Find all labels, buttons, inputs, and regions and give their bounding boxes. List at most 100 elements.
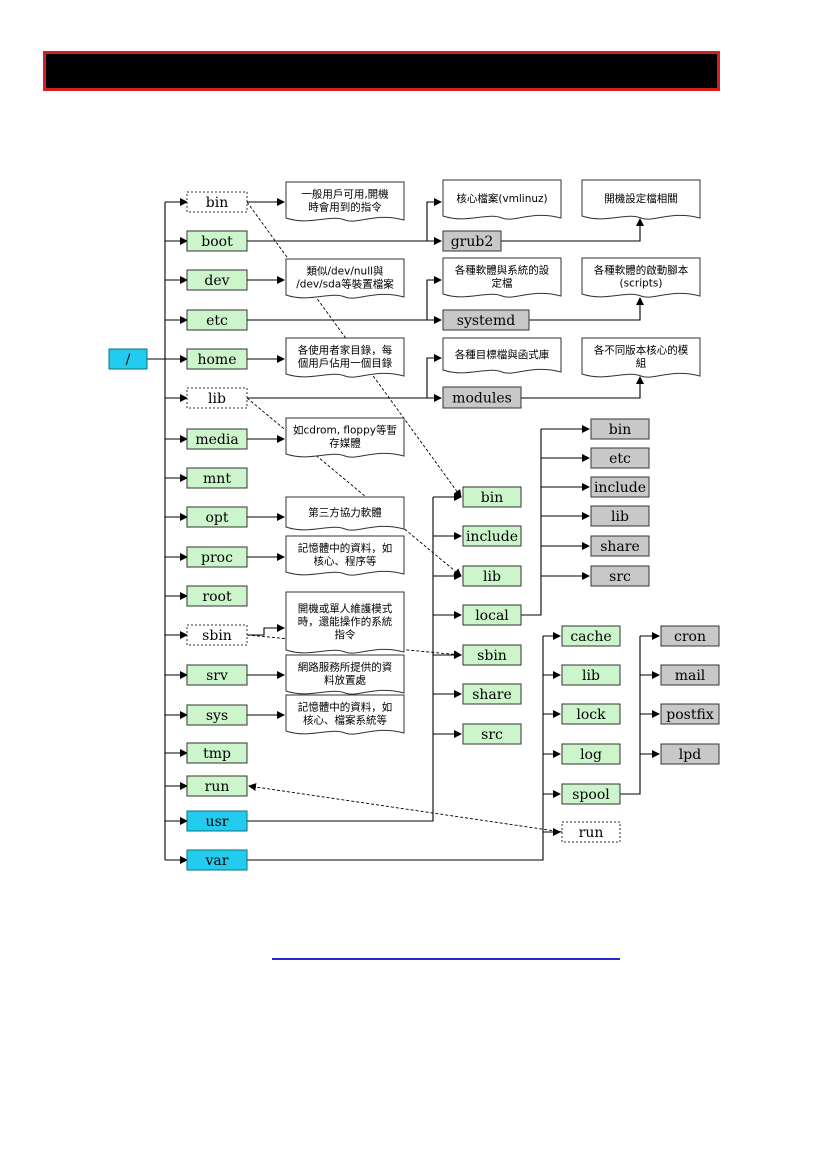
note-kernel-line-0: 核心檔案(vmlinuz): [456, 192, 547, 205]
dir-boot-label: boot: [201, 234, 233, 250]
note-sys-line-1: 核心、檔案系統等: [303, 714, 387, 727]
usr-local-box: [462, 604, 522, 626]
spool-lpd-label: lpd: [679, 747, 701, 763]
dir-proc-label: proc: [201, 550, 233, 566]
modules-label: modules: [452, 391, 512, 407]
usr-src-label: src: [481, 727, 503, 743]
note-media-shape: [285, 417, 405, 458]
note-systemd-line-0: 各種軟體的啟動腳本: [594, 264, 689, 277]
dir-home-label: home: [197, 352, 236, 368]
note-opt-shape: [285, 496, 405, 531]
spool-postfix-box: [660, 703, 720, 725]
dir-tmp-box: [186, 742, 248, 764]
var-lib-box: [561, 664, 621, 686]
note-etc-line-0: 各種軟體與系統的設: [455, 264, 550, 277]
dir-mnt-box: [186, 467, 248, 489]
dir-sys-box: [186, 704, 248, 726]
note-proc-shape: [285, 535, 405, 576]
var-cache-box: [561, 625, 621, 647]
local-share-label: share: [600, 539, 640, 555]
var-lib-label: lib: [582, 668, 600, 684]
note-media-line-1: 存媒體: [329, 437, 361, 450]
var-run-box: [561, 821, 621, 843]
local-bin-box: [590, 418, 650, 440]
dir-usr-label: usr: [206, 814, 229, 830]
spool-cron-box: [660, 625, 720, 647]
usr-trunk: [247, 497, 434, 822]
note-modules-shape: [581, 337, 701, 378]
note-kernel-shape: [442, 179, 562, 220]
local-src-box: [590, 565, 650, 587]
usr-share-label: share: [472, 687, 512, 703]
header-bar: [43, 51, 720, 91]
var-trunk: [247, 636, 544, 861]
note-sbin-line-1: 時，還能操作的系統: [298, 615, 393, 628]
dir-home-box: [186, 348, 248, 370]
local-etc-box: [590, 447, 650, 469]
note-bin-line-1: 時會用到的指令: [308, 201, 382, 214]
grub2-box: [442, 230, 502, 252]
desc-connector-sbin: [247, 624, 285, 636]
note-proc-line-1: 核心、程序等: [314, 555, 377, 568]
dir-root-label: root: [202, 589, 232, 605]
dir-opt-box: [186, 506, 248, 528]
var-run-label: run: [579, 825, 604, 841]
note-sbin-shape: [285, 591, 405, 654]
usr-include-label: include: [466, 529, 518, 545]
dir-opt-label: opt: [205, 510, 228, 526]
dir-srv-box: [186, 664, 248, 686]
modules-box: [442, 386, 522, 409]
var-spool-box: [561, 783, 621, 805]
systemd-box: [442, 309, 530, 331]
dir-run-label: run: [205, 779, 230, 795]
local-include-box: [590, 476, 650, 498]
note-home-line-0: 各使用者家目錄，每: [298, 344, 393, 357]
dir-media-label: media: [195, 432, 238, 448]
etc-to-note: [426, 276, 442, 320]
note-bin-line-0: 一般用戶可用,開機: [301, 188, 389, 201]
dir-bin-label: bin: [206, 195, 228, 211]
note-opt-line-0: 第三方協力軟體: [308, 506, 382, 519]
note-etc-shape: [442, 257, 562, 298]
spool-lpd-box: [660, 743, 720, 765]
note-media-line-0: 如cdrom, floppy等暫: [293, 424, 397, 437]
note-dev-shape: [285, 258, 405, 299]
spool-trunk: [620, 636, 641, 795]
note-lib-shape: [442, 337, 562, 374]
spool-mail-box: [660, 664, 720, 686]
usr-lib-box: [462, 565, 522, 587]
usr-src-box: [462, 723, 522, 745]
root-node-label: /: [126, 352, 131, 368]
symlink-lib: [246, 397, 462, 577]
spool-postfix-label: postfix: [666, 707, 714, 723]
dir-dev-label: dev: [204, 273, 229, 289]
note-modules-line-0: 各不同版本核心的模: [594, 344, 689, 357]
dir-bin-box: [186, 191, 248, 213]
var-spool-label: spool: [572, 787, 610, 803]
note-lib-line-0: 各種目標檔與函式庫: [455, 348, 550, 361]
dir-etc-box: [186, 309, 248, 331]
dir-root-box: [186, 585, 248, 607]
usr-bin-label: bin: [481, 490, 503, 506]
note-bin-shape: [285, 181, 405, 222]
usr-lib-label: lib: [483, 569, 501, 585]
spool-cron-label: cron: [674, 629, 706, 645]
root-node-box: [108, 348, 148, 370]
note-dev-line-1: /dev/sda等裝置檔案: [296, 278, 394, 291]
dir-mnt-label: mnt: [203, 471, 231, 487]
var-cache-label: cache: [570, 629, 611, 645]
local-lib-box: [590, 505, 650, 527]
dir-etc-label: etc: [206, 313, 228, 329]
note-proc-line-0: 記憶體中的資料，如: [298, 542, 393, 555]
dir-dev-box: [186, 269, 248, 291]
note-srv-shape: [285, 654, 405, 695]
dir-lib-label: lib: [208, 391, 226, 407]
link-underline: [272, 958, 620, 960]
spool-mail-label: mail: [675, 668, 706, 684]
lib-to-note: [426, 354, 442, 398]
systemd-label: systemd: [457, 313, 515, 329]
var-lock-box: [561, 703, 621, 725]
usr-local-label: local: [475, 608, 509, 624]
dir-srv-label: srv: [206, 668, 228, 684]
